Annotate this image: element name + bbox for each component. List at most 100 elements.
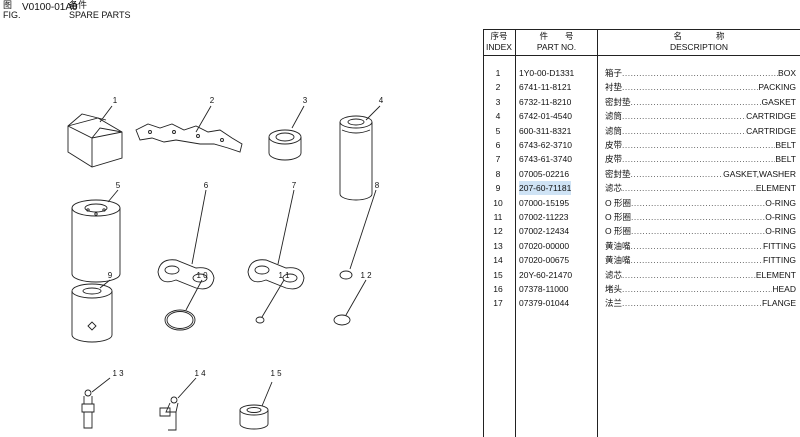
table-row[interactable]: 14 07020-00675 黄油嘴........................… (483, 253, 800, 267)
row-index: 9 (495, 183, 501, 194)
leader-dots: ........................................… (630, 255, 763, 266)
desc-en: BELT (775, 140, 796, 150)
row-description: 滤芯......................................… (605, 181, 796, 195)
row-index: 12 (493, 226, 503, 237)
row-part-no[interactable]: 6741-11-8121 (519, 82, 572, 93)
part-callout-label: 1 2 (360, 271, 372, 280)
leader-dots: ........................................… (630, 212, 766, 222)
leader-dots: ........................................… (622, 125, 746, 136)
table-row[interactable]: 13 07020-00000 黄油嘴........................… (483, 239, 800, 253)
table-row[interactable]: 5 600-311-8321 滤筒.........................… (483, 124, 800, 138)
part-callout-label: 1 (113, 96, 118, 105)
o-ring-11-illustration (255, 279, 285, 324)
cartridge-4-illustration (339, 105, 381, 201)
desc-cn: 黄油嘴 (605, 240, 631, 251)
row-index: 13 (493, 240, 503, 251)
row-description: 滤芯......................................… (605, 268, 796, 282)
leader-dots: ........................................… (630, 197, 766, 208)
row-index: 6 (495, 140, 501, 150)
fitting-13-illustration (81, 377, 111, 429)
table-row[interactable]: 12 07002-12434 O 形圈.......................… (483, 224, 800, 238)
row-description: 法兰......................................… (605, 296, 796, 310)
desc-cn: 滤筒 (605, 125, 623, 136)
desc-en: CARTRIDGE (746, 125, 796, 136)
desc-en: FITTING (762, 240, 796, 251)
row-index: 14 (493, 255, 503, 266)
row-part-no[interactable]: 07020-00675 (519, 255, 570, 266)
row-index: 5 (495, 125, 501, 136)
row-part-no[interactable]: 07002-12434 (519, 226, 570, 237)
belt-6-illustration (157, 189, 215, 290)
leader-dots: ........................................… (622, 269, 756, 280)
part-callout-label: 1 4 (194, 369, 206, 378)
leader-dots: ........................................… (630, 240, 763, 251)
row-index: 7 (495, 154, 501, 165)
row-index: 17 (493, 298, 503, 309)
table-row[interactable]: 10 07000-15195 O 形圈.......................… (483, 196, 800, 210)
row-part-no[interactable]: 07020-00000 (519, 240, 570, 251)
row-part-no[interactable]: 07002-11223 (519, 212, 569, 222)
row-part-no[interactable]: 6743-61-3740 (519, 154, 572, 165)
part-callout-label: 1 1 (278, 271, 290, 280)
row-index: 3 (495, 96, 501, 107)
row-index: 10 (493, 197, 503, 208)
col-divider (515, 29, 516, 437)
row-description: O 形圈....................................… (605, 196, 796, 210)
row-part-no[interactable]: 20Y-60-21470 (519, 269, 573, 280)
row-part-no[interactable]: 600-311-8321 (519, 125, 572, 136)
row-part-no[interactable]: 207-60-71181 (519, 181, 572, 196)
desc-cn: 黄油嘴 (605, 255, 631, 266)
desc-en: GASKET,WASHER (723, 168, 796, 179)
row-part-no[interactable]: 1Y0-00-D1331 (519, 68, 575, 78)
desc-en: FITTING (762, 255, 796, 266)
desc-cn: 滤芯 (605, 269, 623, 280)
row-part-no[interactable]: 6742-01-4540 (519, 111, 572, 122)
leader-dots: ........................................… (630, 226, 766, 237)
fitting-14-illustration (159, 377, 197, 431)
row-index: 16 (493, 284, 503, 294)
leader-dots: ........................................… (622, 284, 772, 294)
row-description: 皮带......................................… (605, 138, 796, 152)
desc-cn: 皮带 (605, 154, 623, 165)
header-divider (483, 55, 800, 56)
row-index: 4 (495, 111, 501, 122)
row-part-no[interactable]: 07000-15195 (519, 197, 570, 208)
row-part-no[interactable]: 07379-01044 (519, 298, 570, 309)
belt-7-illustration (247, 189, 305, 290)
desc-en: FLANGE (761, 298, 796, 309)
row-index: 8 (495, 168, 501, 179)
desc-en: PACKING (758, 82, 796, 93)
spare-parts-label: 备件 SPARE PARTS (69, 0, 131, 20)
part-callout-label: 6 (204, 181, 209, 190)
gasket-washer-illustration (339, 189, 377, 280)
row-part-no[interactable]: 6732-11-8210 (519, 96, 572, 107)
packing-illustration (135, 105, 243, 153)
row-index: 2 (495, 82, 501, 93)
col-divider (597, 29, 598, 437)
row-part-no[interactable]: 6743-62-3710 (519, 140, 572, 150)
desc-cn: 密封垫 (605, 96, 631, 107)
row-description: O 形圈....................................… (605, 224, 796, 238)
leader-dots: ........................................… (622, 183, 756, 194)
table-row[interactable]: 9 207-60-71181 滤芯.........................… (483, 181, 800, 196)
desc-en: O-RING (765, 197, 796, 208)
row-description: 黄油嘴.....................................… (605, 253, 796, 267)
part-callout-label: 5 (116, 181, 121, 190)
row-part-no[interactable]: 07005-02216 (519, 168, 570, 179)
col-header-index: 序号 INDEX (486, 31, 512, 52)
element-15-illustration (239, 381, 273, 430)
row-index: 11 (493, 212, 503, 222)
row-part-no[interactable]: 07378-11000 (519, 284, 569, 294)
table-row[interactable]: 17 07379-01044 法兰.........................… (483, 296, 800, 310)
table-row[interactable]: 6 6743-62-3710 皮带.........................… (483, 138, 800, 152)
